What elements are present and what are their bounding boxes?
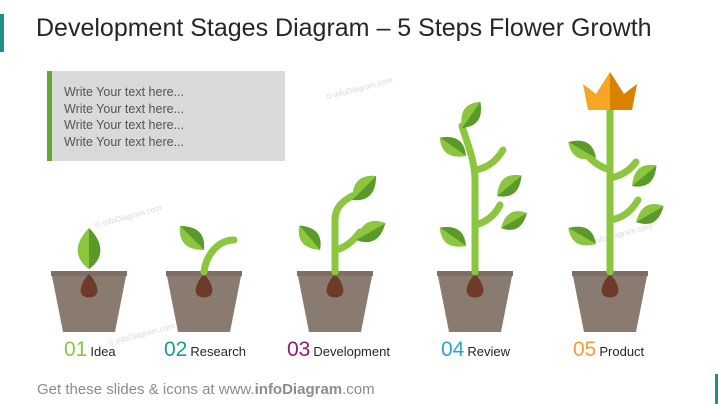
stem xyxy=(331,192,356,276)
seed xyxy=(466,274,484,298)
pot-rim xyxy=(51,271,127,276)
page-title: Development Stages Diagram – 5 Steps Flo… xyxy=(36,14,652,42)
leaf-half-dark xyxy=(462,101,482,128)
leaf-half-light xyxy=(461,101,481,128)
leaf-half-dark xyxy=(497,175,522,197)
stem xyxy=(606,158,640,182)
leaf-half-light xyxy=(632,164,657,186)
leaf-half-light xyxy=(636,203,664,222)
slide-edge-accent-right xyxy=(715,374,718,404)
leaf xyxy=(179,225,205,250)
stem xyxy=(331,228,364,254)
footer-prefix: Get these slides & icons at www. xyxy=(37,381,255,398)
stage-number-2: 02 xyxy=(164,338,188,361)
seed xyxy=(195,274,213,298)
stem xyxy=(471,201,504,229)
flower-petals-shade xyxy=(610,72,637,110)
pot-body xyxy=(166,271,242,332)
leaf xyxy=(356,220,386,243)
stage-number-4: 04 xyxy=(441,338,465,361)
pot-body xyxy=(437,271,513,332)
leaf-half-light xyxy=(439,227,466,247)
stage-name-5: Product xyxy=(599,344,645,359)
footer-suffix: .com xyxy=(342,381,375,398)
leaf-half-light xyxy=(356,220,386,240)
seed xyxy=(80,274,98,298)
text-line-4: Write Your text here... xyxy=(64,134,184,149)
leaf-half-light xyxy=(352,175,377,200)
stage-name-2: Research xyxy=(190,344,246,359)
leaf-half-light xyxy=(568,142,596,160)
leaf-half-dark xyxy=(356,223,386,243)
stem xyxy=(458,122,479,276)
pot-body xyxy=(51,271,127,332)
stem xyxy=(200,236,238,276)
leaf xyxy=(501,211,527,230)
leaf xyxy=(461,101,482,128)
stage-number-1: 01 xyxy=(64,338,88,361)
footer-credit[interactable]: Get these slides & icons at www.infoDiag… xyxy=(37,381,375,398)
leaf-half-dark xyxy=(636,206,664,225)
leaf xyxy=(497,174,522,197)
leaf-half-dark xyxy=(299,225,321,250)
leaf xyxy=(439,226,466,247)
leaf xyxy=(568,140,596,160)
leaf xyxy=(568,226,596,246)
leaf-half-light xyxy=(501,211,527,228)
slide-edge-accent xyxy=(0,14,4,52)
leaf-half-dark xyxy=(568,140,596,158)
flower-icon xyxy=(568,72,664,332)
leaf-half-dark xyxy=(568,226,596,244)
text-line-1: Write Your text here... xyxy=(64,85,184,99)
leaf xyxy=(298,225,321,250)
seed xyxy=(601,274,619,298)
stage-name-3: Development xyxy=(313,344,390,359)
leaf xyxy=(636,203,664,225)
leaf xyxy=(89,228,101,269)
text-line-3: Write Your text here... xyxy=(64,118,184,132)
leaf-half-dark xyxy=(501,213,527,230)
stage-number-5: 05 xyxy=(573,338,597,361)
leaf-half-dark xyxy=(439,136,466,156)
leaf-half-dark xyxy=(352,175,377,201)
leaf-half-light xyxy=(439,137,466,157)
leaf xyxy=(632,164,657,187)
leaf xyxy=(352,175,377,201)
leaf xyxy=(439,136,466,157)
footer-brand: infoDiagram xyxy=(254,381,343,398)
text-placeholder-box[interactable]: Write Your text here... Write Your text … xyxy=(47,71,285,161)
leaf-half-dark xyxy=(179,225,205,250)
leaf-half-dark xyxy=(632,165,657,187)
tall-plant-icon xyxy=(437,101,527,332)
sprout-icon xyxy=(51,228,127,332)
leaf-half-light xyxy=(568,228,596,246)
pot-body xyxy=(572,271,648,332)
leaf-half-light xyxy=(298,225,320,250)
text-line-2: Write Your text here... xyxy=(64,101,184,116)
stage-name-1: Idea xyxy=(90,344,116,359)
plant-icon xyxy=(297,175,386,332)
seedling-icon xyxy=(166,225,242,332)
leaf-half-light xyxy=(497,174,522,196)
stage-name-4: Review xyxy=(467,344,510,359)
stage-number-3: 03 xyxy=(287,338,311,361)
leaf-half-dark xyxy=(439,226,466,246)
stem xyxy=(471,146,507,174)
leaf-half-light xyxy=(179,225,204,250)
seed xyxy=(326,274,344,298)
stem xyxy=(606,196,642,224)
pot-body xyxy=(297,271,373,332)
